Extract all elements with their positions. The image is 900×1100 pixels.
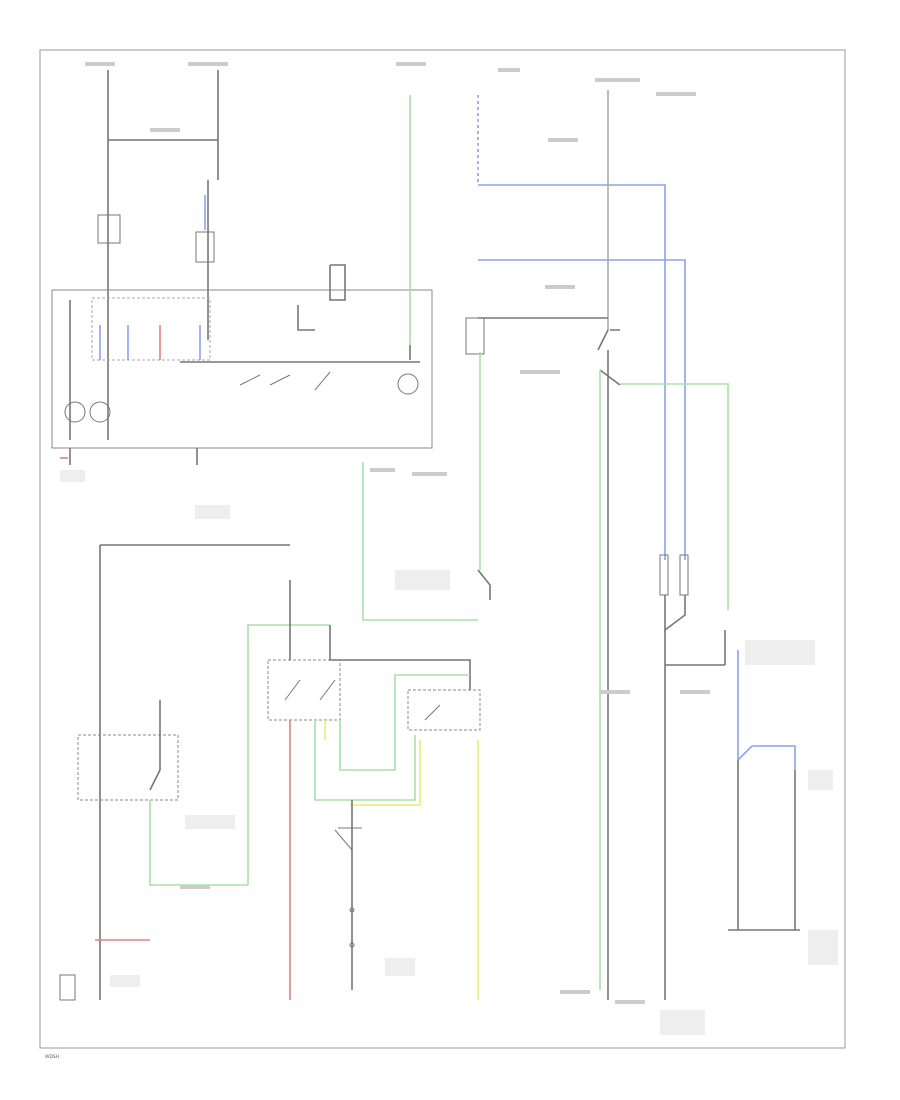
relay-blocks: [267, 580, 481, 1000]
center-green-loop: [362, 352, 491, 621]
top-left-power-feeds: [97, 70, 219, 440]
right-connectors: [599, 350, 800, 1000]
footer-label: WDSH: [45, 1054, 59, 1060]
bottom-center-ground: [334, 800, 362, 990]
top-center-blue-wire: [477, 95, 666, 560]
instrument-cluster: [51, 264, 433, 465]
diagram-border: [39, 49, 846, 1049]
top-right-feed: [465, 90, 729, 610]
annotation-marks: [60, 62, 838, 1035]
bottom-left-circuit: [59, 544, 330, 1001]
